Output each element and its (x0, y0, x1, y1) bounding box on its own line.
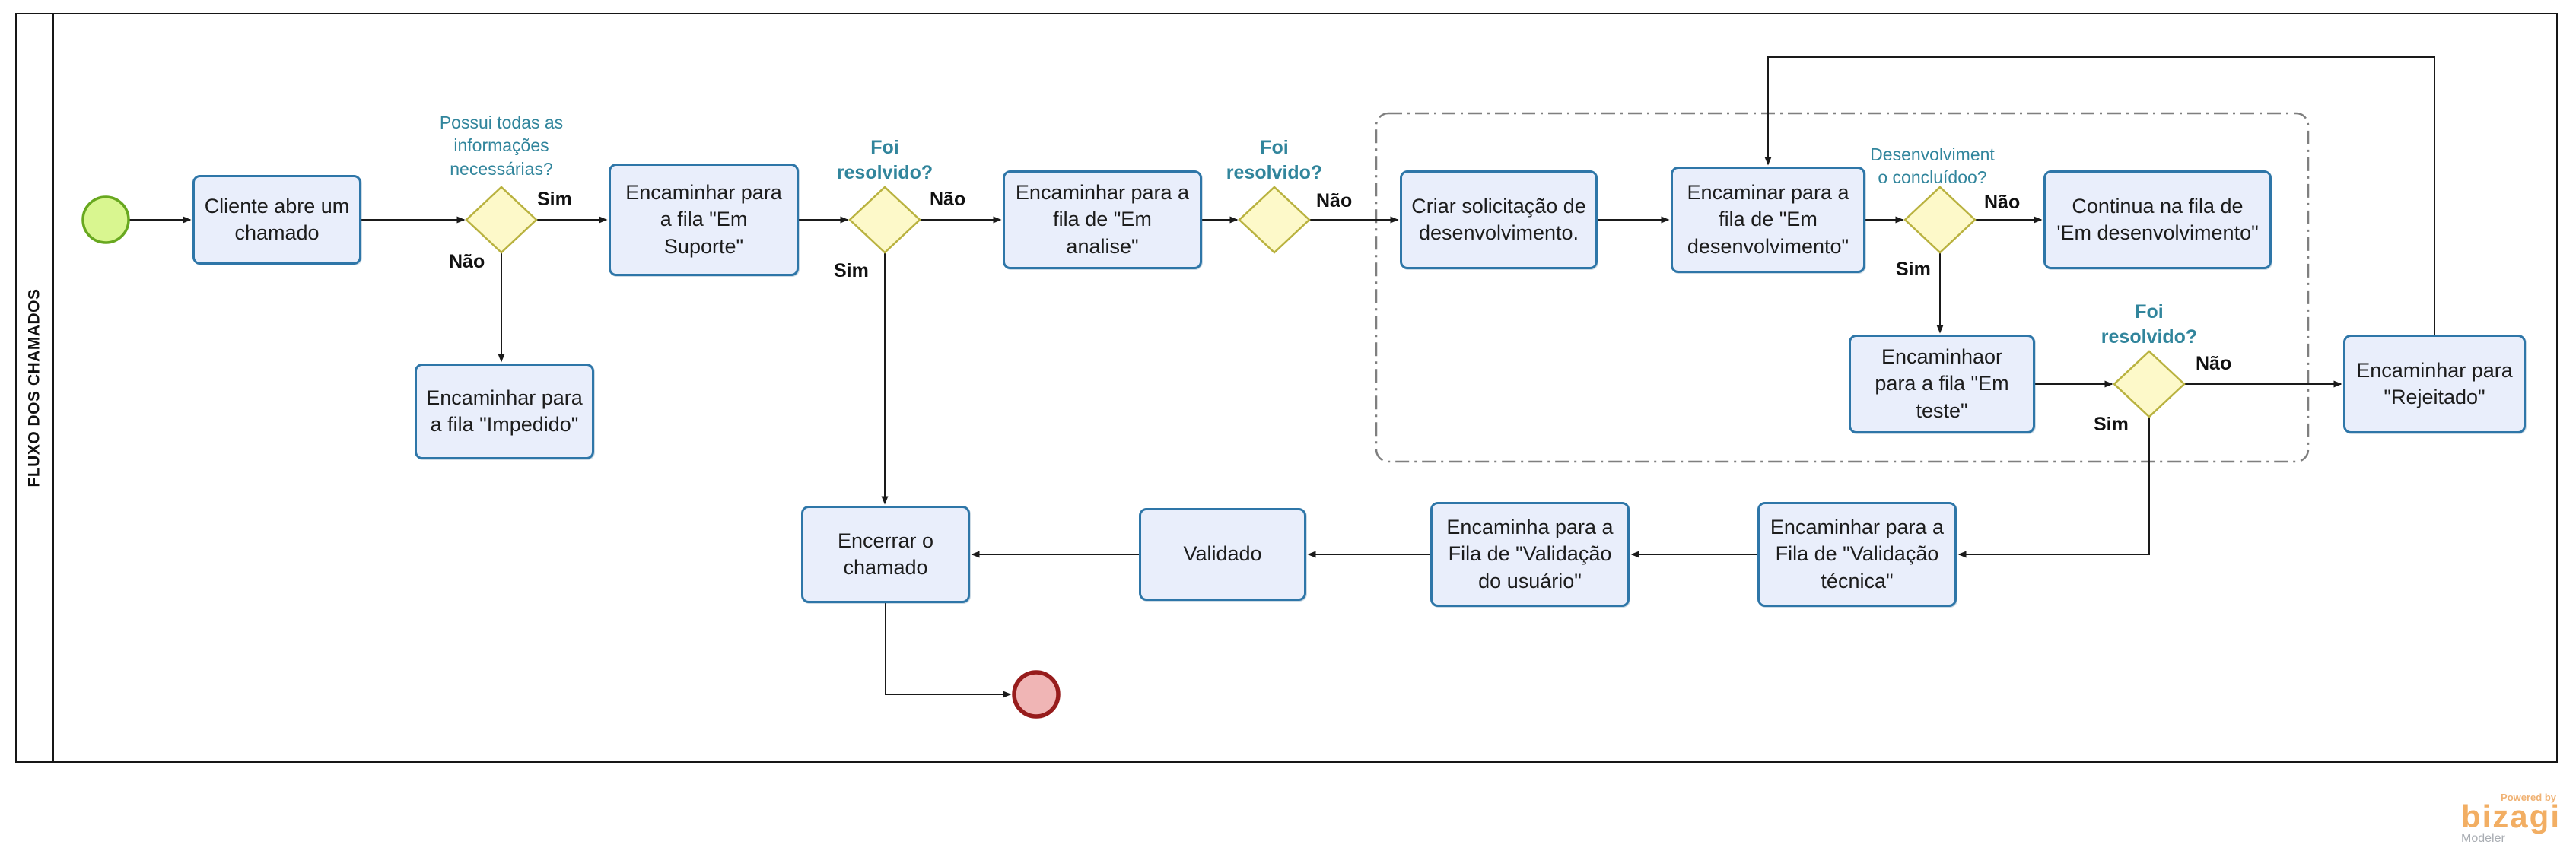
edge-label-g5-sim: Sim (2094, 414, 2129, 435)
edge-label-g2-nao: Não (930, 189, 966, 210)
task-fila-em-teste[interactable]: Encaminhaor para a fila "Em teste" (1849, 335, 2035, 433)
annotation-g5-question: Foi resolvido? (2101, 301, 2198, 348)
gateway-foi-resolvido-1[interactable] (848, 186, 921, 254)
task-fila-em-analise[interactable]: Encaminhar para a fila de "Em analise" (1003, 170, 1202, 269)
gateway-foi-resolvido-3[interactable] (2113, 350, 2186, 418)
edge-label-g5-nao: Não (2196, 353, 2232, 374)
annotation-g2-question: Foi resolvido? (836, 137, 933, 183)
task-validado[interactable]: Validado (1139, 508, 1306, 601)
task-criar-solicitacao[interactable]: Criar solicitação de desenvolvimento. (1400, 170, 1598, 269)
group-development (1375, 112, 2310, 463)
lane-header: FLUXO DOS CHAMADOS (17, 14, 54, 761)
edge-label-g3-nao: Não (1316, 190, 1353, 211)
end-event[interactable] (1012, 670, 1061, 719)
start-event[interactable] (81, 195, 130, 244)
flow-g5-sim-valtecnica (1957, 417, 2150, 558)
task-fila-em-suporte[interactable]: Encaminhar para a fila "Em Suporte" (609, 164, 799, 276)
bizagi-logo: Powered by bizagi Modeler (2461, 792, 2561, 845)
annotation-g1-question: Possui todas as informações necessárias? (439, 113, 564, 179)
task-validacao-usuario[interactable]: Encaminha para a Fila de "Validação do u… (1430, 502, 1630, 607)
powered-by-label: Powered by (2501, 792, 2556, 804)
bizagi-product: Modeler (2460, 832, 2505, 845)
task-validacao-tecnica[interactable]: Encaminhar para a Fila de "Validação téc… (1757, 502, 1957, 607)
gateway-info-necessarias[interactable] (465, 186, 538, 254)
edge-label-g1-sim: Sim (537, 189, 572, 210)
edge-label-g4-sim: Sim (1896, 259, 1931, 280)
flow-encerrar-end (885, 603, 1012, 698)
task-fila-impedido[interactable]: Encaminhar para a fila "Impedido" (415, 364, 594, 459)
task-cliente-abre-chamado[interactable]: Cliente abre um chamado (192, 175, 361, 265)
bizagi-brand: bizagi (2460, 799, 2561, 835)
task-fila-em-desenvolvimento[interactable]: Encaminar para a fila de "Em desenvolvim… (1671, 167, 1865, 273)
gateway-foi-resolvido-2[interactable] (1238, 186, 1311, 254)
flow-rejeitado-loop-emdev (1764, 56, 2435, 335)
task-rejeitado[interactable]: Encaminhar para "Rejeitado" (2343, 335, 2526, 433)
task-encerrar-chamado[interactable]: Encerrar o chamado (801, 506, 970, 603)
gateway-desenvolvimento-concluido[interactable] (1903, 186, 1977, 254)
annotation-g3-question: Foi resolvido? (1226, 137, 1323, 183)
pool-fluxo-dos-chamados: FLUXO DOS CHAMADOS (15, 13, 2558, 763)
edge-label-g4-nao: Não (1984, 192, 2021, 213)
task-continua-fila-desenvolvimento[interactable]: Continua na fila de 'Em desenvolvimento" (2043, 170, 2272, 269)
edge-label-g2-sim: Sim (834, 260, 869, 281)
annotation-g4-question: Desenvolviment o concluídoo? (1870, 144, 1995, 188)
edge-label-g1-nao: Não (449, 251, 485, 272)
